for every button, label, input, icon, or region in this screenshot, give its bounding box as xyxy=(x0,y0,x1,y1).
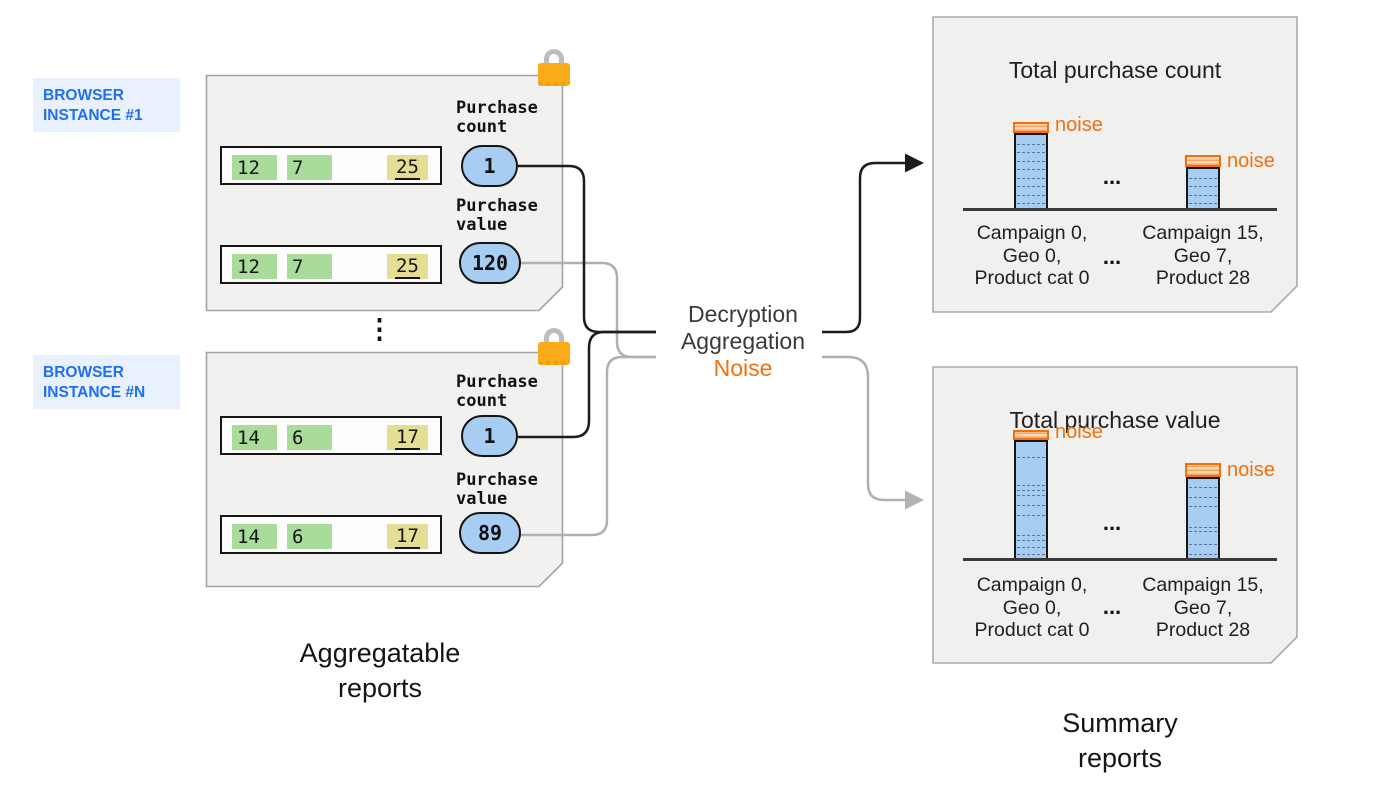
summary-chart-value: Total purchase value noise ... noise Cam… xyxy=(933,367,1297,663)
count-flow-arrowhead xyxy=(905,153,924,173)
browser-instance-n-label: BROWSER INSTANCE #N xyxy=(33,355,180,409)
summary-panel-count xyxy=(932,16,1298,313)
report-row: 12 7 25 xyxy=(220,245,442,284)
bucket-value: 14 xyxy=(232,524,277,549)
bars-ellipsis: ... xyxy=(1102,510,1122,535)
x-tick-line: Campaign 0, xyxy=(976,222,1088,244)
aggregated-bar xyxy=(1014,133,1048,210)
right-caption: Summary reports xyxy=(1062,708,1178,773)
labels-ellipsis: ... xyxy=(1102,594,1122,619)
chart-title: Total purchase value xyxy=(1009,407,1221,433)
summary-chart-count: Total purchase count noise ... noise Cam… xyxy=(933,17,1297,312)
aggregatable-report-1: Purchase count 12 7 25 1 Purchase value … xyxy=(206,49,570,311)
x-tick-line: Geo 0, xyxy=(1002,596,1062,619)
bucket-value-highlighted: 25 xyxy=(387,155,428,180)
vertical-ellipsis: ⋮ xyxy=(366,314,393,344)
underlined-value: 17 xyxy=(395,524,420,549)
underlined-value: 17 xyxy=(395,425,420,450)
x-tick-line: Geo 7, xyxy=(1173,244,1233,267)
bucket-value: 6 xyxy=(287,524,332,549)
purchase-count-label: Purchase count xyxy=(456,372,538,411)
x-tick-line: Campaign 15, xyxy=(1142,222,1264,244)
purchase-count-pill: 1 xyxy=(461,415,518,457)
aggregated-bar xyxy=(1186,477,1220,560)
process-noise: Noise xyxy=(713,355,773,381)
x-tick-line: Product 28 xyxy=(1155,619,1251,641)
bucket-value: 7 xyxy=(287,254,332,279)
underlined-value: 25 xyxy=(395,254,420,279)
bars-ellipsis: ... xyxy=(1102,164,1122,189)
bucket-value-highlighted: 25 xyxy=(387,254,428,279)
count-flow-connectors xyxy=(518,161,905,439)
noise-segment xyxy=(1185,463,1221,477)
x-tick-line: Product cat 0 xyxy=(974,267,1090,289)
x-tick-line: Product cat 0 xyxy=(974,619,1090,641)
report-row: 14 6 17 xyxy=(220,416,442,455)
noise-segment xyxy=(1013,430,1049,440)
purchase-count-label: Purchase count xyxy=(456,98,538,137)
x-axis xyxy=(963,208,1277,211)
purchase-count-pill: 1 xyxy=(461,145,518,187)
x-tick-line: Product 28 xyxy=(1155,267,1251,289)
x-tick-label: Campaign 15, Geo 7, Product 28 xyxy=(1123,574,1283,642)
bucket-value-highlighted: 17 xyxy=(387,524,428,549)
lock-icon xyxy=(538,328,570,365)
x-tick-line: Campaign 0, xyxy=(976,574,1088,596)
x-tick-line: Geo 7, xyxy=(1173,596,1233,619)
value-flow-connectors xyxy=(518,261,905,537)
labels-ellipsis: ... xyxy=(1102,244,1122,269)
x-tick-label: Campaign 0, Geo 0, Product cat 0 xyxy=(952,222,1112,290)
bar-campaign15 xyxy=(1185,155,1221,210)
bucket-value: 6 xyxy=(287,425,332,450)
bar-campaign15 xyxy=(1185,463,1221,560)
value-flow-arrowhead xyxy=(905,490,924,510)
noise-label: noise xyxy=(1227,459,1275,481)
lock-shackle xyxy=(544,328,564,345)
process-decryption: Decryption xyxy=(688,301,798,327)
lock-shackle xyxy=(544,49,564,66)
bucket-value-highlighted: 17 xyxy=(387,425,428,450)
report-row: 12 7 25 xyxy=(220,146,442,185)
lock-icon xyxy=(538,49,570,86)
x-tick-line: Campaign 15, xyxy=(1142,574,1264,596)
underlined-value: 25 xyxy=(395,155,420,180)
bucket-value: 12 xyxy=(232,254,277,279)
noise-segment xyxy=(1185,155,1221,167)
report-row: 14 6 17 xyxy=(220,515,442,554)
purchase-value-label: Purchase value xyxy=(456,196,538,235)
aggregated-bar xyxy=(1186,167,1220,210)
noise-label: noise xyxy=(1055,114,1103,136)
purchase-value-pill: 120 xyxy=(459,242,521,284)
x-tick-line: Geo 0, xyxy=(1002,244,1062,267)
x-tick-label: Campaign 15, Geo 7, Product 28 xyxy=(1123,222,1283,290)
lock-body xyxy=(538,63,570,86)
bucket-value: 12 xyxy=(232,155,277,180)
process-steps: Decryption Aggregation Noise xyxy=(648,301,838,382)
aggregated-bar xyxy=(1014,440,1048,560)
bar-campaign0 xyxy=(1013,122,1049,210)
bar-campaign0 xyxy=(1013,430,1049,560)
x-tick-label: Campaign 0, Geo 0, Product cat 0 xyxy=(952,574,1112,642)
noise-label: noise xyxy=(1227,150,1275,172)
aggregatable-report-n: Purchase count 14 6 17 1 Purchase value … xyxy=(206,328,570,586)
purchase-value-label: Purchase value xyxy=(456,470,538,509)
purchase-value-pill: 89 xyxy=(459,512,521,554)
noise-segment xyxy=(1013,122,1049,133)
bucket-value: 14 xyxy=(232,425,277,450)
lock-body xyxy=(538,342,570,365)
x-axis xyxy=(963,558,1277,561)
left-caption: Aggregatable reports xyxy=(299,638,461,703)
browser-instance-1-label: BROWSER INSTANCE #1 xyxy=(33,78,180,132)
chart-title: Total purchase count xyxy=(1008,57,1222,83)
bucket-value: 7 xyxy=(287,155,332,180)
noise-label: noise xyxy=(1055,421,1103,443)
process-aggregation: Aggregation xyxy=(680,328,806,354)
